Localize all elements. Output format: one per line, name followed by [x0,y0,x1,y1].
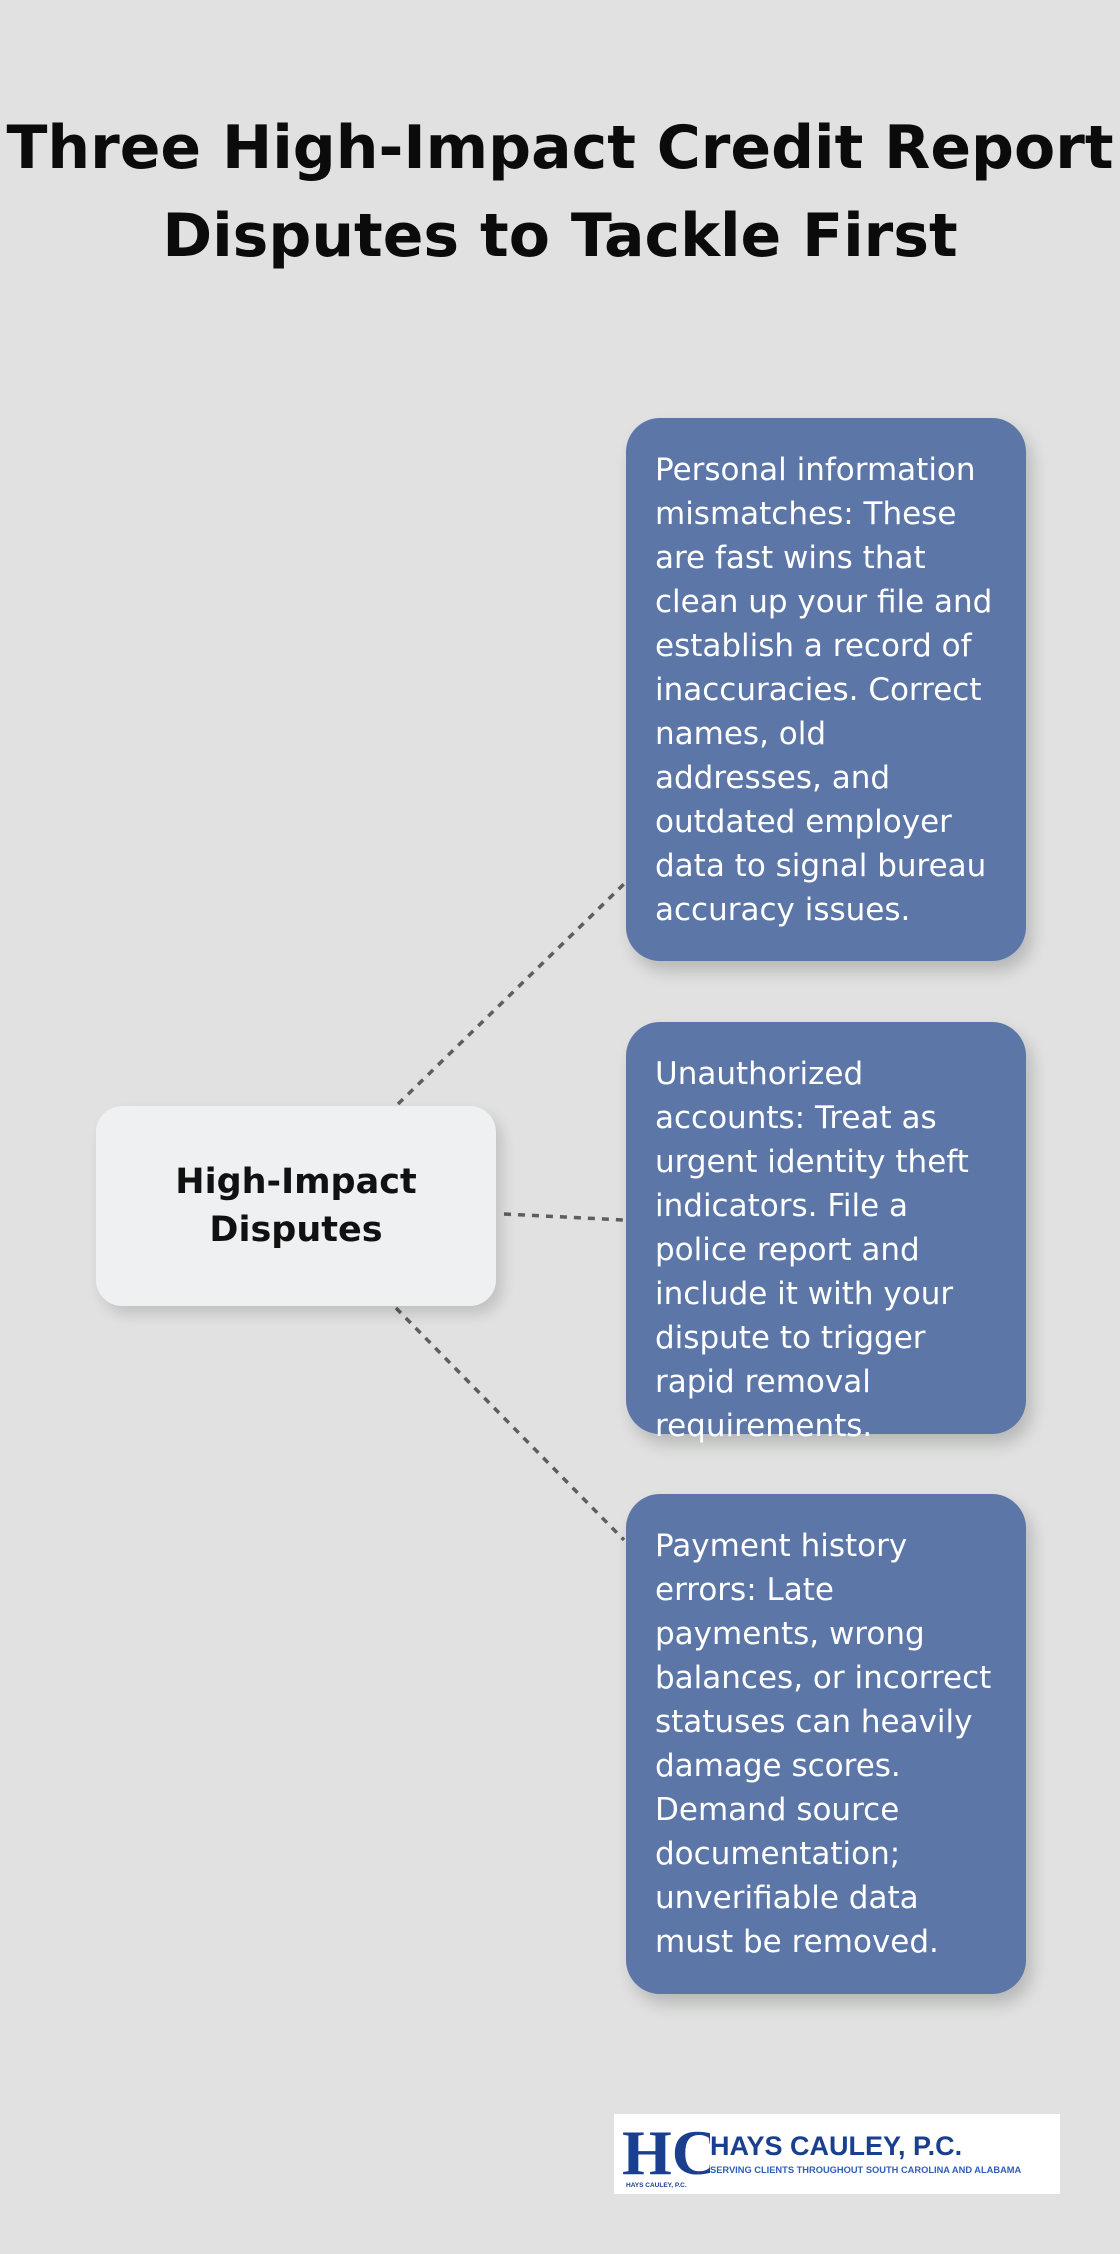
dispute-card-unauthorized-accounts: Unauthorized accounts: Treat as urgent i… [626,1022,1026,1444]
logo-company-name: HAYS CAULEY, P.C. [710,2131,963,2161]
connector-line-2 [503,1212,625,1222]
connector-line-3 [394,1306,626,1542]
company-logo: HC HAYS CAULEY, P.C. SERVING CLIENTS THR… [614,2114,1060,2194]
central-topic-node: High-Impact Disputes [96,1106,496,1306]
dispute-card-personal-information: Personal information mismatches: These a… [626,418,1026,961]
hc-monogram-icon: HC [622,2118,710,2180]
logo-tagline: SERVING CLIENTS THROUGHOUT SOUTH CAROLIN… [710,2165,1022,2175]
dispute-card-payment-history: Payment history errors: Late payments, w… [626,1494,1026,1994]
central-topic-label: High-Impact Disputes [175,1162,417,1250]
page-title: Three High-Impact Credit Report Disputes… [6,113,1114,271]
svg-text:HC: HC [622,2118,710,2180]
connector-line-1 [396,882,626,1106]
logo-small-text: HAYS CAULEY, P.C. [626,2182,687,2189]
